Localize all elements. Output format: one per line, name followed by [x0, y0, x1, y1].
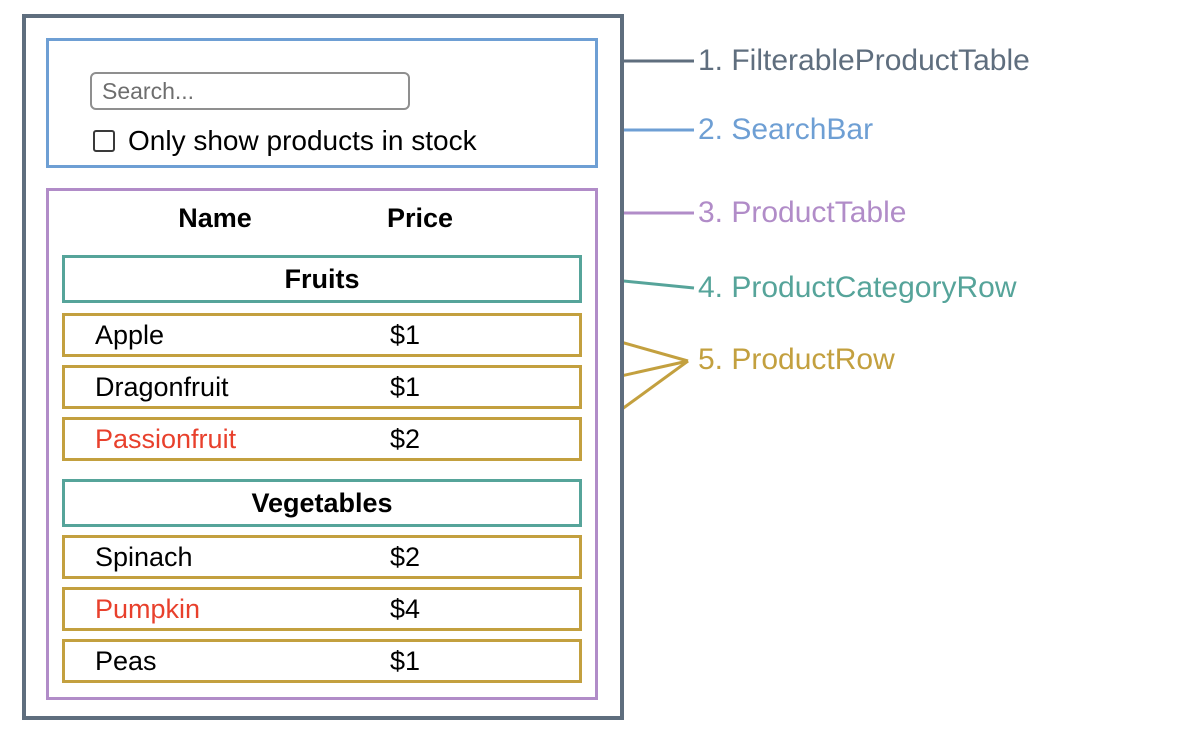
- product-name: Passionfruit: [95, 423, 237, 454]
- product-price: $1: [390, 645, 421, 676]
- legend-product-row: 5. ProductRow: [698, 343, 895, 376]
- product-row: Spinach $2: [62, 535, 582, 579]
- legend-product-category-row: 4. ProductCategoryRow: [698, 271, 1017, 304]
- product-row: Passionfruit $2: [62, 417, 582, 461]
- legend-filterable-product-table: 1. FilterableProductTable: [698, 44, 1030, 77]
- search-input[interactable]: [90, 72, 410, 110]
- product-row: Apple $1: [62, 313, 582, 357]
- product-name: Pumpkin: [95, 593, 201, 624]
- product-name: Apple: [95, 319, 165, 350]
- product-row: Dragonfruit $1: [62, 365, 582, 409]
- product-price: $2: [390, 423, 421, 454]
- product-price: $1: [390, 371, 421, 402]
- legend-product-table: 3. ProductTable: [698, 196, 907, 229]
- stock-filter-row: Only show products in stock: [93, 125, 477, 157]
- product-name: Spinach: [95, 541, 193, 572]
- table-header: Name Price: [49, 203, 595, 239]
- in-stock-checkbox[interactable]: [93, 130, 115, 152]
- search-bar: Only show products in stock: [46, 38, 598, 168]
- product-row: Peas $1: [62, 639, 582, 683]
- product-price: $4: [390, 593, 421, 624]
- column-header-name: Name: [178, 203, 252, 233]
- in-stock-checkbox-label: Only show products in stock: [128, 125, 477, 156]
- product-row: Pumpkin $4: [62, 587, 582, 631]
- product-name: Dragonfruit: [95, 371, 229, 402]
- product-category-row-vegetables: Vegetables: [62, 479, 582, 527]
- product-table: Name Price Fruits Apple $1 Dragonfruit $…: [46, 188, 598, 700]
- product-category-row-fruits: Fruits: [62, 255, 582, 303]
- column-header-price: Price: [386, 203, 454, 233]
- legend-search-bar: 2. SearchBar: [698, 113, 874, 146]
- product-name: Peas: [95, 645, 157, 676]
- product-price: $1: [390, 319, 421, 350]
- product-price: $2: [390, 541, 421, 572]
- filterable-product-table: Only show products in stock Name Price F…: [22, 14, 624, 720]
